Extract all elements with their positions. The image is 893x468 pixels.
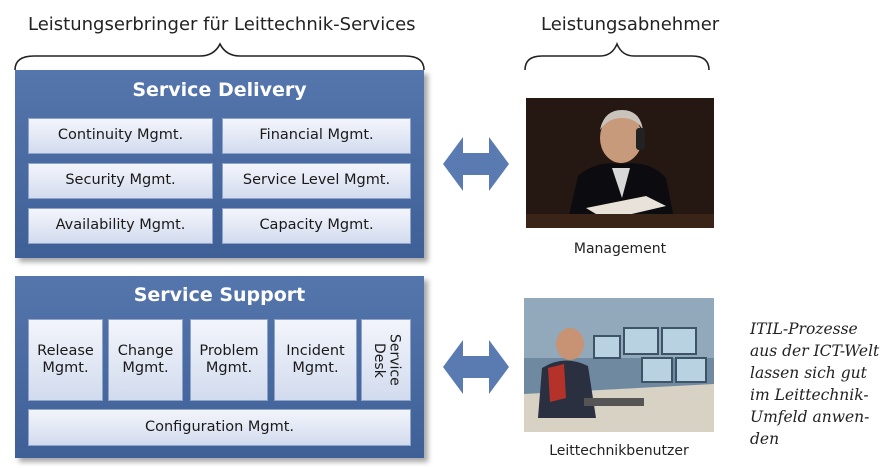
configuration-mgmt-box: Configuration Mgmt. xyxy=(28,409,411,446)
note-line: im Leittechnik- xyxy=(750,386,869,404)
financial-mgmt-box: Financial Mgmt. xyxy=(222,118,411,154)
problem-line1: Problem xyxy=(199,342,259,359)
service-support-title: Service Support xyxy=(133,284,306,306)
service-desk-label: Service Desk xyxy=(371,334,402,386)
service-level-mgmt-box: Service Level Mgmt. xyxy=(222,163,411,199)
double-arrow-icon xyxy=(443,340,509,394)
note-line: den xyxy=(750,430,780,448)
consumer-brace xyxy=(524,41,710,71)
service-delivery-panel: Service Delivery Continuity Mgmt. Financ… xyxy=(15,70,424,258)
double-arrow-icon xyxy=(443,137,509,191)
incident-line2: Mgmt. xyxy=(292,360,339,376)
note-line: lassen sich gut xyxy=(750,364,867,382)
problem-line2: Mgmt. xyxy=(205,360,253,376)
release-mgmt-box: Release Mgmt. xyxy=(28,319,103,401)
change-line2: Mgmt. xyxy=(122,360,169,376)
itil-note: ITIL-Prozesse aus der ICT-Welt lassen si… xyxy=(750,318,890,450)
consumer-header: Leistungsabnehmer xyxy=(541,14,720,35)
availability-mgmt-box: Availability Mgmt. xyxy=(28,208,213,244)
management-caption: Management xyxy=(573,241,667,257)
desk-line2: Desk xyxy=(371,342,387,378)
note-line: Umfeld anwen- xyxy=(750,408,870,426)
braces xyxy=(14,41,710,71)
service-delivery-title: Service Delivery xyxy=(132,79,307,101)
release-line1: Release xyxy=(37,342,94,359)
security-mgmt-box: Security Mgmt. xyxy=(28,163,213,199)
incident-line1: Incident xyxy=(286,342,345,359)
control-room-photo xyxy=(524,298,714,432)
change-mgmt-box: Change Mgmt. xyxy=(108,319,183,401)
desk-line1: Service xyxy=(386,334,403,386)
continuity-mgmt-box: Continuity Mgmt. xyxy=(28,118,213,154)
incident-mgmt-box: Incident Mgmt. xyxy=(274,319,357,401)
release-line2: Mgmt. xyxy=(42,360,89,376)
management-photo xyxy=(526,98,714,228)
provider-header: Leistungserbringer für Leittechnik-Servi… xyxy=(28,14,416,35)
problem-mgmt-box: Problem Mgmt. xyxy=(190,319,268,401)
capacity-mgmt-box: Capacity Mgmt. xyxy=(222,208,411,244)
provider-brace xyxy=(14,42,425,71)
service-desk-box: Service Desk xyxy=(361,319,411,401)
note-line: aus der ICT-Welt xyxy=(750,342,880,360)
note-line: ITIL-Prozesse xyxy=(750,320,858,338)
change-line1: Change xyxy=(117,342,174,359)
service-support-panel: Service Support Release Mgmt. Change Mgm… xyxy=(15,276,424,458)
users-caption: Leittechnikbenutzer xyxy=(549,443,689,459)
